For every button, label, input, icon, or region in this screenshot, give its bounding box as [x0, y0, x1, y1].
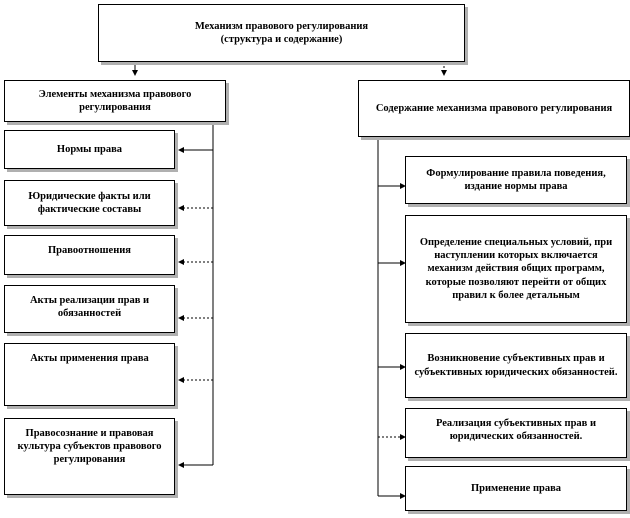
right-item-2-text: Определение специальных условий, при нас…	[419, 237, 613, 301]
right-header-text: Содержание механизма правового регулиров…	[375, 102, 613, 114]
right-item-4: Реализация субъективных прав и юридическ…	[405, 408, 627, 458]
root-subtitle: (структура и содержание)	[220, 34, 343, 45]
left-item-2-text: Юридические факты или фактические состав…	[28, 190, 151, 215]
right-item-1: Формулирование правила поведения, издани…	[405, 156, 627, 204]
left-item-4-text: Акты реализации прав и обязанностей	[29, 295, 150, 320]
root-box: Механизм правового регулирования (структ…	[98, 4, 465, 62]
left-item-6-text: Правосознание и правовая культура субъек…	[17, 428, 162, 466]
left-item-1-text: Нормы права	[56, 143, 123, 155]
right-item-3-text: Возникновение субъективных прав и субъек…	[414, 353, 618, 378]
right-item-5: Применение права	[405, 466, 627, 511]
left-item-1: Нормы права	[4, 130, 175, 169]
left-header-text: Элементы механизма правового регулирован…	[38, 88, 192, 113]
left-header-box: Элементы механизма правового регулирован…	[4, 80, 226, 122]
right-item-5-text: Применение права	[470, 482, 562, 494]
left-item-2: Юридические факты или фактические состав…	[4, 180, 175, 226]
right-item-4-text: Реализация субъективных прав и юридическ…	[435, 418, 597, 443]
left-item-3-text: Правоотношения	[48, 245, 131, 256]
left-item-5: Акты применения права	[4, 343, 175, 406]
right-item-2: Определение специальных условий, при нас…	[405, 215, 627, 323]
left-item-6: Правосознание и правовая культура субъек…	[4, 418, 175, 495]
left-item-3: Правоотношения	[4, 235, 175, 275]
root-title: Механизм правового регулирования	[194, 20, 369, 32]
left-item-5-text: Акты применения права	[30, 353, 149, 364]
right-item-1-text: Формулирование правила поведения, издани…	[426, 167, 606, 192]
right-header-box: Содержание механизма правового регулиров…	[358, 80, 630, 137]
right-item-3: Возникновение субъективных прав и субъек…	[405, 333, 627, 398]
left-item-4: Акты реализации прав и обязанностей	[4, 285, 175, 333]
